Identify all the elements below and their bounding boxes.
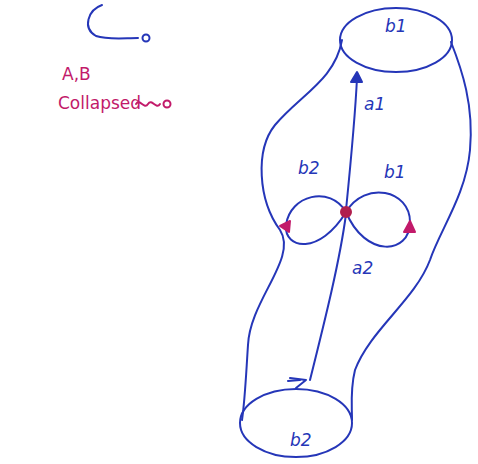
- loop-b1: [346, 192, 410, 246]
- curve-label: a1: [364, 96, 385, 113]
- curve-a2: [310, 214, 346, 380]
- note-text: Collapsed: [58, 95, 141, 112]
- point-circle: [143, 35, 150, 42]
- surface-outline: [352, 42, 471, 420]
- note-text: A,B: [62, 66, 91, 83]
- arrowhead: [280, 221, 290, 232]
- curve-a1: [346, 78, 357, 210]
- loop-label: b1: [384, 164, 406, 181]
- curve-sketch: [88, 5, 138, 39]
- arrow-line: [288, 380, 300, 381]
- surface-outline: [242, 40, 342, 420]
- arrowhead: [351, 72, 362, 82]
- base-point: [341, 207, 351, 217]
- point-circle: [164, 101, 171, 108]
- boundary-circle: [340, 8, 452, 72]
- arrowhead: [404, 221, 415, 232]
- loop-label: b2: [298, 160, 320, 177]
- loop-b2: [286, 196, 346, 244]
- curve-label: a2: [352, 260, 373, 277]
- boundary-label: b2: [290, 432, 312, 449]
- boundary-circle: [240, 389, 352, 457]
- boundary-label: b1: [385, 18, 407, 35]
